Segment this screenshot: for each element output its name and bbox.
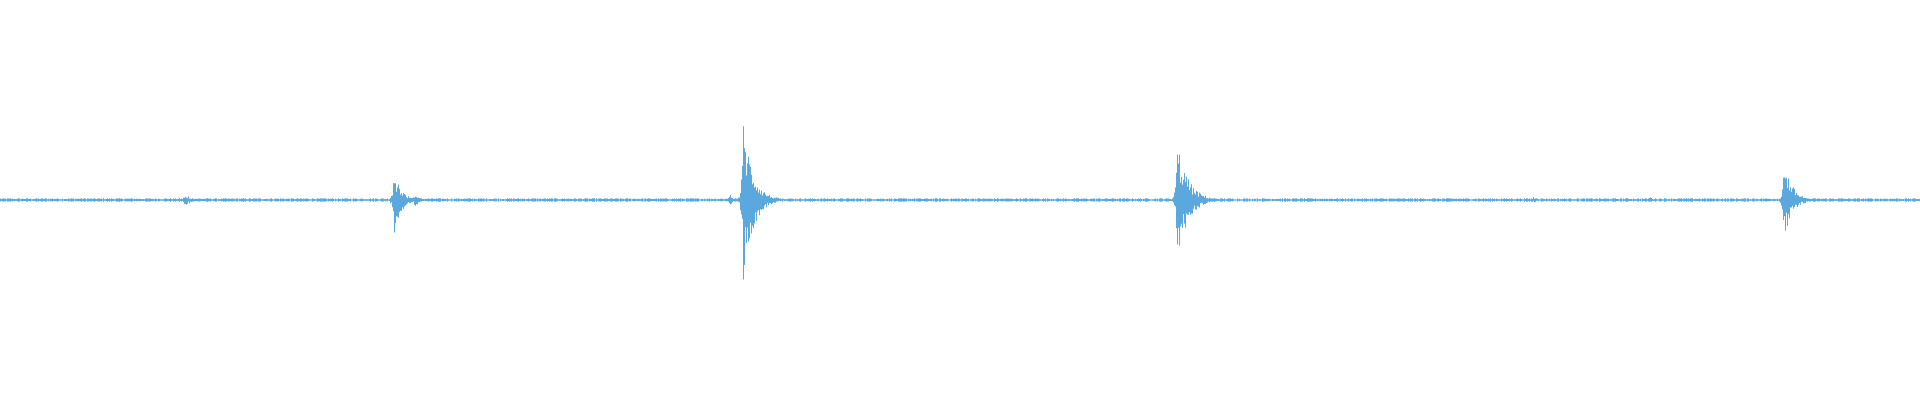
waveform-trace [0, 126, 1920, 280]
